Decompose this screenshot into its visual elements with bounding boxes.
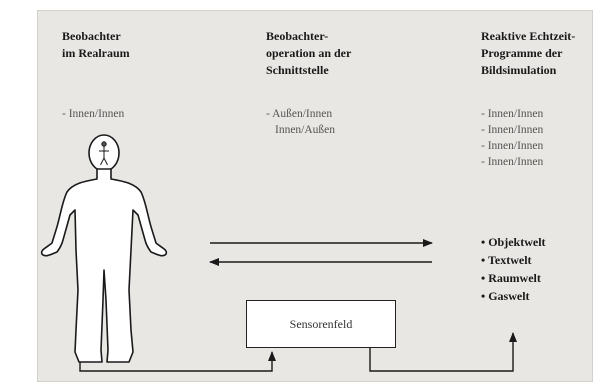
world-item: • Gaswelt [481, 289, 530, 303]
simulation-modes: - Innen/Innen - Innen/Innen - Innen/Inne… [481, 108, 544, 168]
sensor-field-label: Sensorenfeld [289, 316, 353, 331]
world-item: • Raumwelt [481, 271, 541, 285]
world-item: • Objektwelt [481, 235, 546, 249]
person-icon [40, 134, 168, 363]
inner-person-icon [99, 141, 109, 166]
world-list: • Objektwelt • Textwelt • Raumwelt • Gas… [481, 233, 546, 305]
observer-heading: Beobachter im Realraum [62, 29, 130, 60]
connector-sensor-to-worlds [369, 332, 517, 372]
sensor-field-box: Sensorenfeld [246, 300, 396, 348]
interface-modes: - Außen/Innen Innen/Außen [266, 108, 336, 136]
world-item: • Textwelt [481, 253, 532, 267]
simulation-heading: Reaktive Echtzeit- Programme der Bildsim… [481, 29, 576, 77]
connector-observer-to-sensor [79, 351, 276, 372]
observer-mode: - Innen/Innen [62, 108, 125, 120]
interface-heading: Beobachter- operation an der Schnittstel… [266, 29, 352, 77]
